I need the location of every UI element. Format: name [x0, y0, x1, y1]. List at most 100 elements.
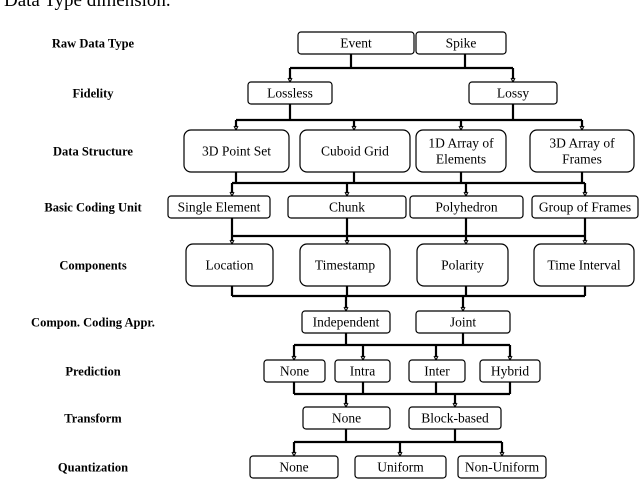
- node-components-time-interval: Time Interval: [533, 243, 635, 287]
- node-quantization-non-uniform: Non-Uniform: [457, 455, 547, 479]
- node-label: 3D Array of: [549, 136, 615, 151]
- node-box: [263, 359, 326, 383]
- node-box: [457, 455, 547, 479]
- row-label-prediction: Prediction: [65, 365, 120, 379]
- node-label: Elements: [436, 152, 486, 167]
- node-label: 3D Point Set: [202, 144, 271, 159]
- node-box: [354, 455, 447, 479]
- node-label: Uniform: [377, 460, 424, 475]
- connector-line: [292, 333, 512, 357]
- node-box: [299, 129, 411, 173]
- node-box: [297, 31, 415, 55]
- node-raw-data-type-event: Event: [297, 31, 415, 55]
- connector-line: [288, 54, 515, 79]
- node-label: Independent: [313, 315, 380, 330]
- figure-caption: Data Type dimension.: [4, 0, 171, 11]
- node-label: Block-based: [421, 411, 489, 426]
- row-label-transform: Transform: [64, 412, 122, 426]
- node-label: None: [280, 364, 309, 379]
- node-label: Joint: [450, 315, 477, 330]
- row-label-data-structure: Data Structure: [53, 145, 133, 159]
- node-prediction-inter: Inter: [408, 359, 466, 383]
- connector-lines: [229, 54, 588, 458]
- row-label-basic-coding-unit: Basic Coding Unit: [44, 201, 142, 215]
- node-fidelity-lossy: Lossy: [468, 81, 558, 105]
- node-label: Time Interval: [547, 258, 621, 273]
- node-box: [479, 359, 541, 383]
- node-data-structure-cuboid-grid: Cuboid Grid: [299, 129, 411, 173]
- node-box: [185, 243, 274, 287]
- node-box: [409, 195, 524, 219]
- row-label-components: Components: [59, 259, 127, 273]
- node-label: Inter: [424, 364, 450, 379]
- node-label: Cuboid Grid: [321, 144, 389, 159]
- node-label: None: [332, 411, 361, 426]
- node-box: [415, 310, 511, 334]
- node-prediction-hybrid: Hybrid: [479, 359, 541, 383]
- node-label: Location: [206, 258, 254, 273]
- node-label: Non-Uniform: [465, 460, 540, 475]
- node-box: [287, 195, 407, 219]
- connector-line: [292, 429, 504, 453]
- node-label: Lossless: [267, 86, 313, 101]
- node-quantization-none: None: [249, 455, 339, 479]
- node-label: Timestamp: [315, 258, 376, 273]
- node-data-structure-3d-point-set: 3D Point Set: [183, 129, 290, 173]
- node-label: Lossy: [497, 86, 530, 101]
- node-box: [408, 359, 466, 383]
- node-basic-coding-unit-polyhedron: Polyhedron: [409, 195, 524, 219]
- node-label: Single Element: [178, 200, 261, 215]
- node-box: [299, 243, 391, 287]
- node-compon-coding-appr-joint: Joint: [415, 310, 511, 334]
- connector-line: [230, 286, 587, 308]
- node-label: Group of Frames: [539, 200, 631, 215]
- connector-line: [292, 382, 512, 404]
- row-label-compon-coding-appr: Compon. Coding Appr.: [31, 316, 155, 330]
- row-label-quantization: Quantization: [58, 461, 128, 475]
- node-label: Frames: [562, 152, 602, 167]
- row-label-fidelity: Fidelity: [73, 87, 115, 101]
- node-basic-coding-unit-group-of-frames: Group of Frames: [531, 195, 639, 219]
- node-components-timestamp: Timestamp: [299, 243, 391, 287]
- connector-line: [230, 172, 587, 193]
- node-components-location: Location: [185, 243, 274, 287]
- node-transform-none: None: [302, 406, 391, 430]
- node-box: [183, 129, 290, 173]
- node-compon-coding-appr-independent: Independent: [301, 310, 391, 334]
- node-box: [247, 81, 333, 105]
- node-label: Intra: [350, 364, 375, 379]
- row-label-raw-data-type: Raw Data Type: [52, 37, 135, 51]
- node-label: Hybrid: [491, 364, 529, 379]
- node-box: [529, 129, 635, 173]
- node-basic-coding-unit-chunk: Chunk: [287, 195, 407, 219]
- node-box: [249, 455, 339, 479]
- node-raw-data-type-spike: Spike: [415, 31, 507, 55]
- node-label: 1D Array of: [428, 136, 494, 151]
- node-box: [302, 406, 391, 430]
- node-label: Spike: [446, 36, 477, 51]
- node-box: [468, 81, 558, 105]
- node-box: [416, 243, 509, 287]
- node-fidelity-lossless: Lossless: [247, 81, 333, 105]
- node-box: [531, 195, 639, 219]
- node-label: Polyhedron: [435, 200, 497, 215]
- node-box: [415, 31, 507, 55]
- node-quantization-uniform: Uniform: [354, 455, 447, 479]
- node-box: [167, 195, 271, 219]
- node-box: [533, 243, 635, 287]
- node-label: Chunk: [329, 200, 365, 215]
- connector-line: [234, 104, 584, 127]
- node-components-polarity: Polarity: [416, 243, 509, 287]
- node-transform-block-based: Block-based: [408, 406, 502, 430]
- node-prediction-intra: Intra: [334, 359, 391, 383]
- node-box: [415, 129, 507, 173]
- node-label: Polarity: [441, 258, 484, 273]
- node-box: [334, 359, 391, 383]
- node-box: [301, 310, 391, 334]
- node-label: None: [279, 460, 308, 475]
